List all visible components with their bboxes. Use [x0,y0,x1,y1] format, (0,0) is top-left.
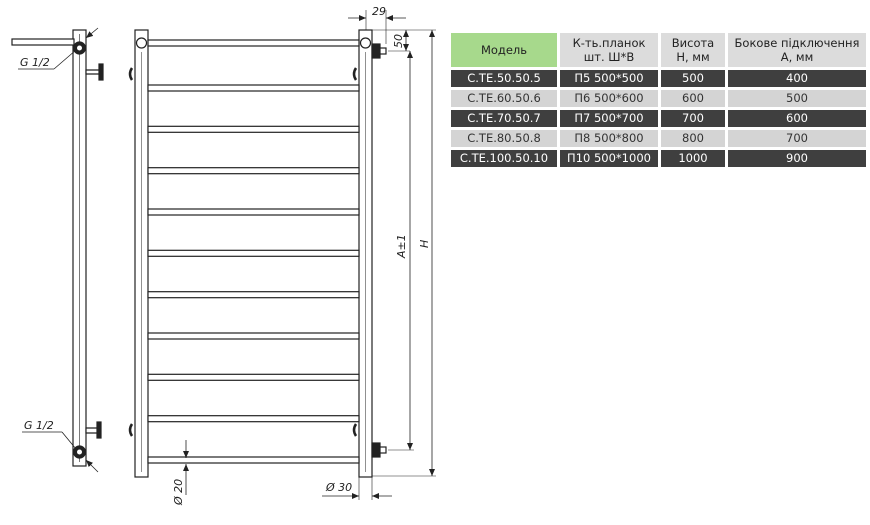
cell-height: 600 [661,90,725,107]
thread-label-bottom: G 1/2 [24,419,54,432]
cell-height: 1000 [661,150,725,167]
rung [147,373,360,381]
cell-height: 500 [661,70,725,87]
cell-rungs: П8 500*800 [560,130,658,147]
dim-h-label: H [418,240,431,248]
cell-height: 700 [661,110,725,127]
right-fitting-bottom [371,442,381,458]
table-row: С.ТЕ.70.50.7 П7 500*700 700 600 [451,110,866,127]
top-fitting [85,69,101,75]
cell-connection: 600 [728,110,866,127]
rung [147,332,360,340]
cell-connection: 700 [728,130,866,147]
rung [147,249,360,257]
top-bar [147,39,360,47]
cell-model: С.ТЕ.100.50.10 [451,150,557,167]
cap-top-left-icon [135,37,148,49]
cell-model: С.ТЕ.80.50.8 [451,130,557,147]
left-bracket-top [128,67,134,81]
rung [147,456,360,464]
dim-offset-label: 50 [392,34,405,48]
rungs [147,84,360,464]
bottom-fitting [85,427,99,434]
table-row: С.ТЕ.50.50.5 П5 500*500 500 400 [451,70,866,87]
cell-rungs: П7 500*700 [560,110,658,127]
dim-a-label: A±1 [395,234,408,259]
thread-label-top: G 1/2 [20,56,50,69]
cap-top-right-icon [359,37,372,49]
cell-rungs: П6 500*600 [560,90,658,107]
right-bracket-bottom [352,423,358,437]
header-model: Модель [451,33,557,67]
rung [147,125,360,133]
rung [147,291,360,299]
table-row: С.ТЕ.60.50.6 П6 500*600 600 500 [451,90,866,107]
cell-height: 800 [661,130,725,147]
side-view [11,27,104,473]
right-fitting-top [371,43,381,59]
dim-rung-label: Ø 20 [172,479,185,506]
table-row: С.ТЕ.80.50.8 П8 500*800 800 700 [451,130,866,147]
dim-width-label: 29 [372,5,386,18]
dim-tube-label: Ø 30 [325,481,352,494]
cell-model: С.ТЕ.50.50.5 [451,70,557,87]
rung [147,208,360,216]
cell-rungs: П5 500*500 [560,70,658,87]
cell-connection: 400 [728,70,866,87]
cell-connection: 500 [728,90,866,107]
cell-model: С.ТЕ.60.50.6 [451,90,557,107]
rung [147,167,360,175]
table-row: С.ТЕ.100.50.10 П10 500*1000 1000 900 [451,150,866,167]
dimension-lines [183,10,436,500]
left-bracket-bottom [128,423,134,437]
top-mount-pipe [11,38,75,46]
rung [147,84,360,92]
rung [147,415,360,423]
cell-connection: 900 [728,150,866,167]
cell-rungs: П10 500*1000 [560,150,658,167]
cell-model: С.ТЕ.70.50.7 [451,110,557,127]
right-bracket-top [352,67,358,81]
